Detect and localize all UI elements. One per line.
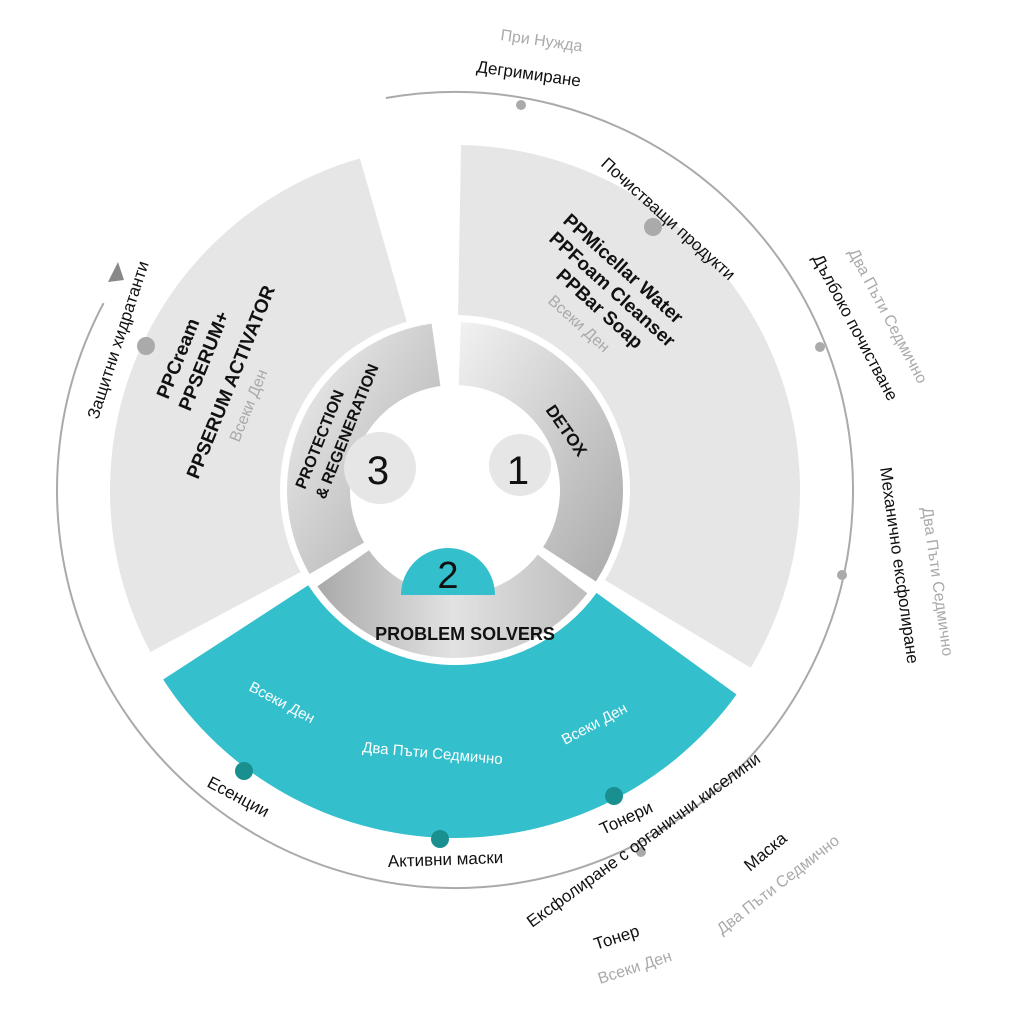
problem-solvers-label: PROBLEM SOLVERS (375, 624, 555, 644)
protection-inner-ring[interactable] (286, 323, 441, 574)
makeup-marker (516, 100, 526, 110)
protection-segment[interactable] (109, 158, 407, 652)
detox-segment[interactable] (458, 145, 800, 668)
step-2-number: 2 (437, 555, 458, 597)
toner-frequency: Всеки Ден (596, 948, 674, 988)
masks-marker (431, 830, 449, 848)
mechanical-exfoliation-label: Механично ексфолиране (876, 466, 922, 665)
arrow-head-icon (108, 262, 124, 282)
detox-marker (644, 218, 662, 236)
makeup-frequency: При Нужда (499, 27, 583, 55)
mask-label: Маска (740, 828, 791, 875)
detox-inner-ring[interactable] (458, 322, 623, 582)
step-3-circle (344, 432, 416, 504)
step-1-number: 1 (507, 449, 529, 493)
outer-cycle-ring (56, 91, 854, 889)
step-1-circle (489, 434, 551, 496)
acid-exfoliation-marker (636, 847, 646, 857)
mechanical-exfoliation-frequency: Два Пъти Седмично (918, 506, 956, 657)
deep-cleanse-marker (815, 342, 825, 352)
toner-label: Тонер (591, 921, 641, 954)
essence-label: Есенции (204, 773, 272, 821)
step-3-number: 3 (367, 449, 389, 493)
masks-label: Активни маски (387, 848, 503, 871)
step-2-semicircle (401, 548, 495, 595)
toners-marker (605, 787, 623, 805)
essence-marker (235, 762, 253, 780)
protection-marker (137, 337, 155, 355)
problem-solvers-segment[interactable] (163, 585, 737, 838)
mechanical-exfoliation-marker (837, 570, 847, 580)
makeup-label: Дегримиране (475, 57, 582, 90)
problem-inner-ring[interactable] (317, 550, 588, 659)
